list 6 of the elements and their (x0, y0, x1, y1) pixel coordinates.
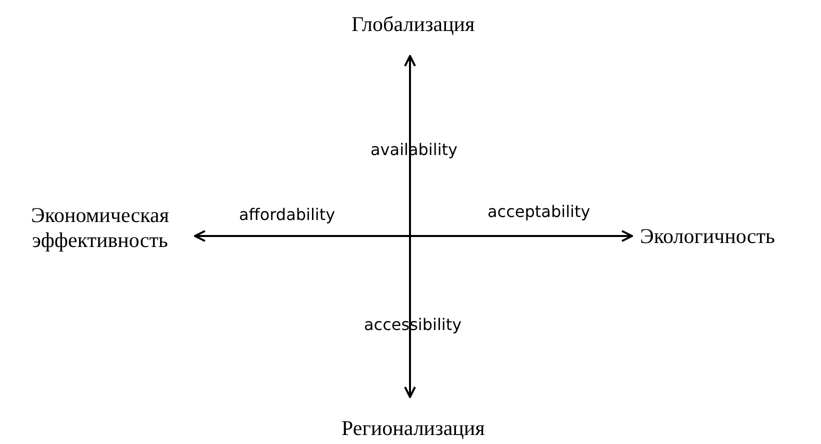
axis-label: Экономическая эффективность (30, 203, 170, 254)
quadrant-label: affordability (239, 205, 336, 224)
axis-label: Регионализация (342, 416, 485, 442)
axis-label: Экологичность (640, 224, 775, 250)
quadrant-label: acceptability (488, 202, 590, 222)
axis-label: Глобализация (352, 12, 475, 38)
